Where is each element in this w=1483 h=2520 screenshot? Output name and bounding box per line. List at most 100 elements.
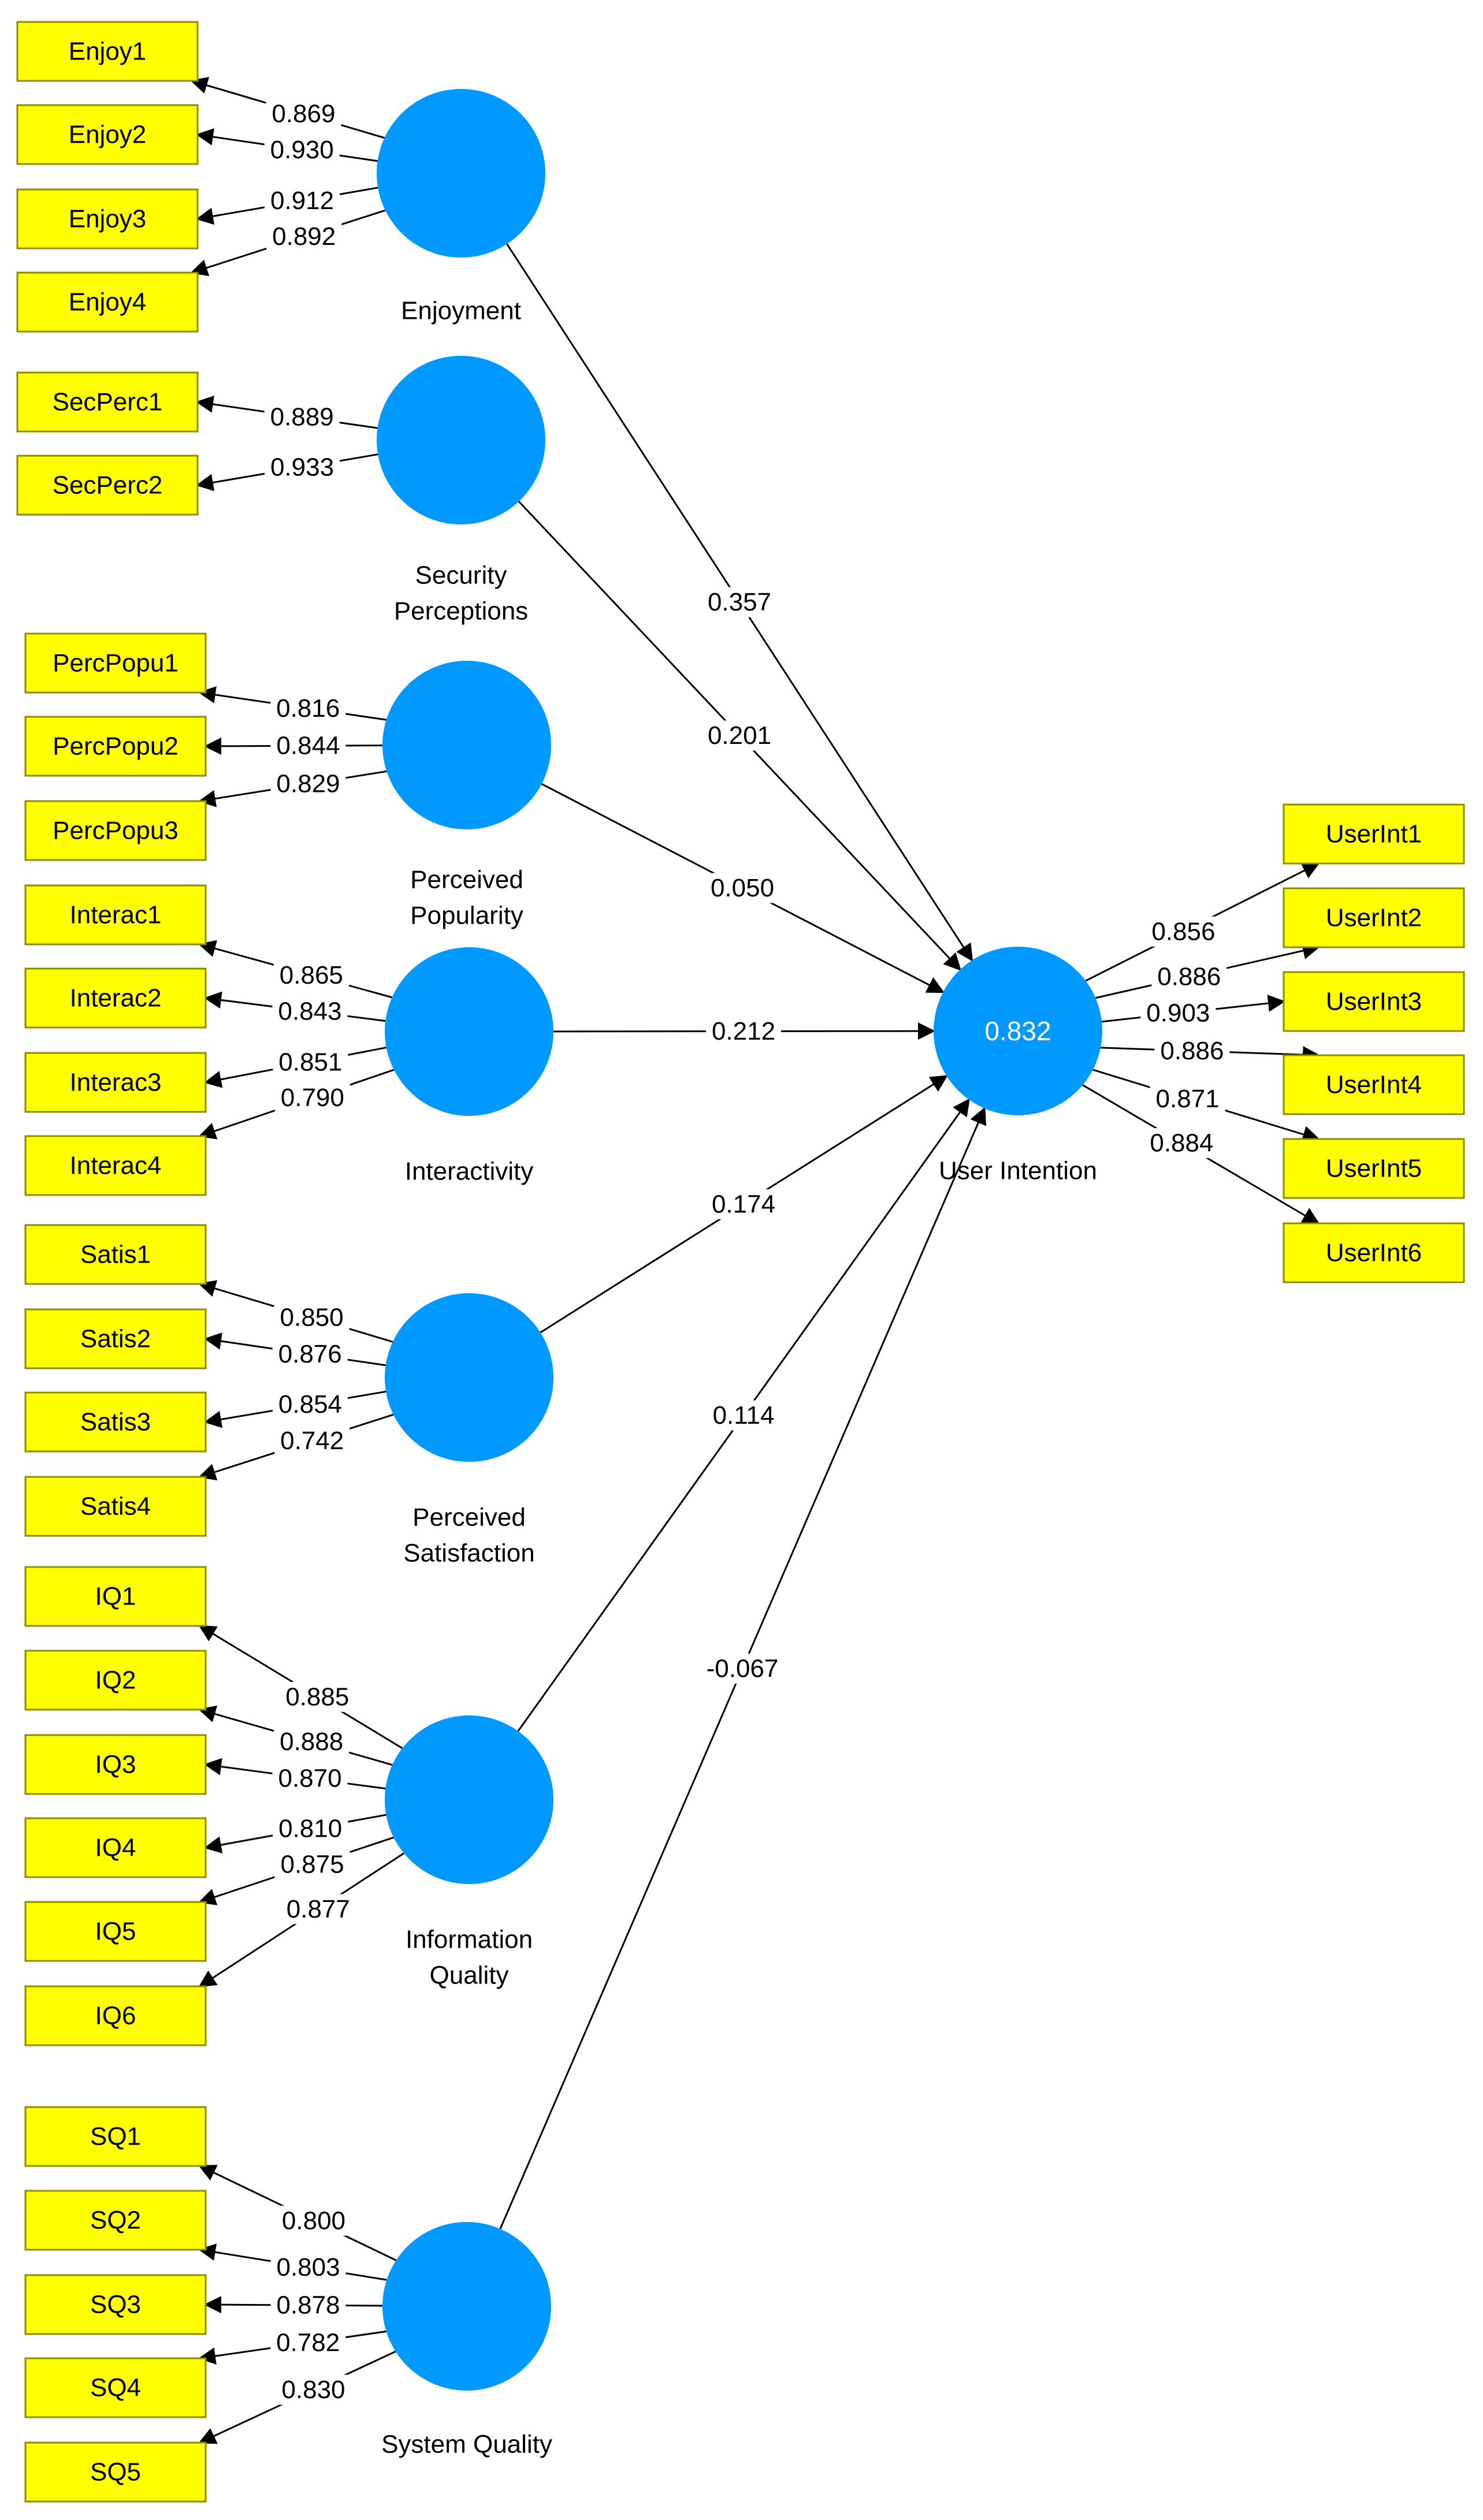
indicator-node[interactable]: SQ4 xyxy=(24,2357,207,2418)
latent-circle[interactable] xyxy=(382,661,551,829)
loading-label-bg xyxy=(270,693,346,724)
loading-label: 0.830 xyxy=(281,2376,345,2404)
indicator-node[interactable]: Enjoy1 xyxy=(16,21,199,82)
indicator-node[interactable]: Satis1 xyxy=(24,1224,207,1285)
indicator-node[interactable]: PercPopu1 xyxy=(24,632,207,694)
indicator-node[interactable]: SecPerc2 xyxy=(16,455,199,516)
latent-node[interactable] xyxy=(385,947,553,1116)
indicator-node[interactable]: UserInt2 xyxy=(1283,887,1465,948)
indicator-box[interactable] xyxy=(1283,1222,1465,1283)
loading-label-group: 0.843 xyxy=(272,996,348,1026)
indicator-box[interactable] xyxy=(1283,971,1465,1032)
indicator-box[interactable] xyxy=(16,455,199,516)
indicator-box[interactable] xyxy=(24,1052,207,1113)
indicator-node[interactable]: PercPopu3 xyxy=(24,800,207,861)
indicator-node[interactable]: SecPerc1 xyxy=(16,371,199,433)
indicator-box[interactable] xyxy=(24,800,207,861)
latent-circle[interactable] xyxy=(934,947,1102,1115)
indicator-node[interactable]: UserInt1 xyxy=(1283,803,1465,865)
latent-node[interactable] xyxy=(382,2222,551,2391)
latent-label: Perceptions xyxy=(394,597,528,626)
indicator-box[interactable] xyxy=(24,1566,207,1627)
latent-node[interactable] xyxy=(377,356,545,524)
indicator-box[interactable] xyxy=(24,1135,207,1196)
indicator-box[interactable] xyxy=(24,2190,207,2251)
path-coefficient-group: 0.050 xyxy=(705,873,780,903)
loading-label: 0.851 xyxy=(278,1048,342,1077)
indicator-box[interactable] xyxy=(24,716,207,777)
indicator-node[interactable]: SQ5 xyxy=(24,2441,207,2503)
indicator-node[interactable]: IQ5 xyxy=(24,1901,207,1962)
indicator-box[interactable] xyxy=(24,632,207,694)
indicator-box[interactable] xyxy=(24,884,207,946)
indicator-box[interactable] xyxy=(16,371,199,433)
loading-label-bg xyxy=(265,452,340,483)
indicator-box[interactable] xyxy=(1283,803,1465,865)
indicator-node[interactable]: Enjoy3 xyxy=(16,188,199,250)
latent-circle[interactable] xyxy=(385,1293,553,1462)
indicator-box[interactable] xyxy=(16,271,199,333)
indicator-node[interactable]: IQ3 xyxy=(24,1734,207,1795)
indicator-box[interactable] xyxy=(24,2441,207,2503)
indicator-node[interactable]: UserInt5 xyxy=(1283,1138,1465,1199)
indicator-node[interactable]: UserInt6 xyxy=(1283,1222,1465,1283)
indicator-box[interactable] xyxy=(24,1985,207,2046)
indicator-node[interactable]: UserInt3 xyxy=(1283,971,1465,1032)
indicator-node[interactable]: Enjoy4 xyxy=(16,271,199,333)
indicator-box[interactable] xyxy=(24,1308,207,1369)
indicator-node[interactable]: Enjoy2 xyxy=(16,104,199,165)
latent-circle[interactable] xyxy=(385,1715,553,1884)
indicator-box[interactable] xyxy=(24,2274,207,2335)
indicator-node[interactable]: Interac3 xyxy=(24,1052,207,1113)
loading-label: 0.865 xyxy=(280,961,343,989)
latent-circle[interactable] xyxy=(377,89,545,258)
indicator-box[interactable] xyxy=(24,1901,207,1962)
path-coefficient: -0.067 xyxy=(707,1655,779,1683)
indicator-node[interactable]: SQ2 xyxy=(24,2190,207,2251)
indicator-box[interactable] xyxy=(16,21,199,82)
indicator-node[interactable]: IQ1 xyxy=(24,1566,207,1627)
indicator-label: SQ4 xyxy=(90,2374,141,2402)
indicator-box[interactable] xyxy=(24,967,207,1029)
indicator-box[interactable] xyxy=(24,1650,207,1711)
latent-node[interactable] xyxy=(377,89,545,258)
indicator-box[interactable] xyxy=(24,1391,207,1453)
path-coefficient-bg xyxy=(706,1016,781,1047)
indicator-box[interactable] xyxy=(16,188,199,250)
indicator-box[interactable] xyxy=(24,2357,207,2418)
indicator-box[interactable] xyxy=(24,1817,207,1878)
loading-label: 0.903 xyxy=(1146,999,1210,1028)
indicator-box[interactable] xyxy=(16,104,199,165)
indicator-box[interactable] xyxy=(24,1476,207,1537)
indicator-box[interactable] xyxy=(1283,887,1465,948)
indicator-node[interactable]: IQ6 xyxy=(24,1985,207,2046)
indicator-node[interactable]: Satis4 xyxy=(24,1476,207,1537)
path-coefficient: 0.201 xyxy=(708,721,771,750)
latent-circle[interactable] xyxy=(385,947,553,1116)
indicator-node[interactable]: IQ4 xyxy=(24,1817,207,1878)
indicator-box[interactable] xyxy=(1283,1054,1465,1115)
latent-node[interactable]: 0.832 xyxy=(934,947,1102,1115)
latent-circle[interactable] xyxy=(377,356,545,524)
indicator-node[interactable]: PercPopu2 xyxy=(24,716,207,777)
latent-circle[interactable] xyxy=(382,2222,551,2391)
indicator-node[interactable]: IQ2 xyxy=(24,1650,207,1711)
indicator-box[interactable] xyxy=(24,1734,207,1795)
loading-label: 0.886 xyxy=(1157,962,1221,991)
indicator-node[interactable]: Satis2 xyxy=(24,1308,207,1369)
latent-node[interactable] xyxy=(385,1715,553,1884)
indicator-box[interactable] xyxy=(1283,1138,1465,1199)
latent-node[interactable] xyxy=(385,1293,553,1462)
indicator-node[interactable]: Interac1 xyxy=(24,884,207,946)
indicator-node[interactable]: Satis3 xyxy=(24,1391,207,1453)
indicator-box[interactable] xyxy=(24,1224,207,1285)
loading-label-bg xyxy=(270,731,346,761)
indicator-node[interactable]: Interac4 xyxy=(24,1135,207,1196)
indicator-node[interactable]: SQ1 xyxy=(24,2106,207,2167)
indicator-box[interactable] xyxy=(24,2106,207,2167)
indicator-node[interactable]: UserInt4 xyxy=(1283,1054,1465,1115)
latent-node[interactable] xyxy=(382,661,551,829)
indicator-node[interactable]: Interac2 xyxy=(24,967,207,1029)
path-coefficient-bg xyxy=(702,587,777,617)
indicator-node[interactable]: SQ3 xyxy=(24,2274,207,2335)
